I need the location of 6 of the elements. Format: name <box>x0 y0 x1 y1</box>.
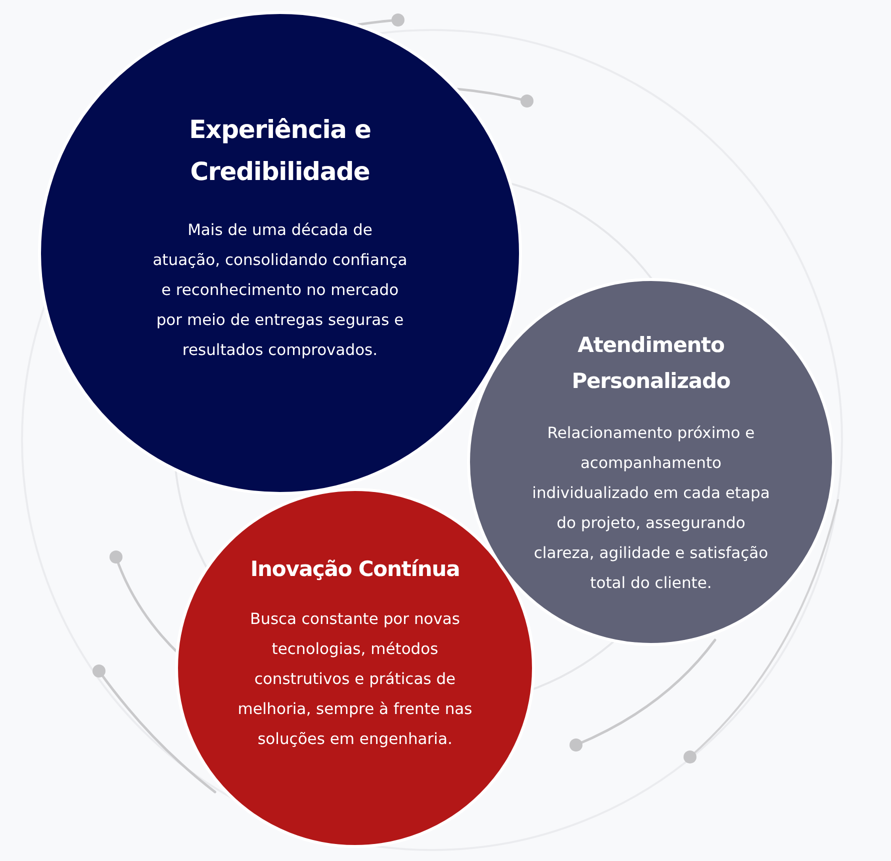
circle-description: Mais de uma década de atuação, consolidando confiança e reconhecimento no mercado por meio de entregas seguras e resultados comprovados. <box>152 220 408 361</box>
circle-title: Atendimento Personalizado <box>570 332 732 395</box>
circle-title: Inovação Contínua <box>249 556 461 583</box>
circle-title: Experiência e Credibilidade <box>188 114 372 188</box>
circle-description: Relacionamento próximo e acompanhamento individualizado em cada etapa do projeto, assegurando clareza, agilidade e satisfação total do cliente. <box>531 423 771 594</box>
circle-description: Busca constante por novas tecnologias, métodos construtivos e práticas de melhoria, sempre à frente nas soluções em engenharia. <box>236 609 474 750</box>
